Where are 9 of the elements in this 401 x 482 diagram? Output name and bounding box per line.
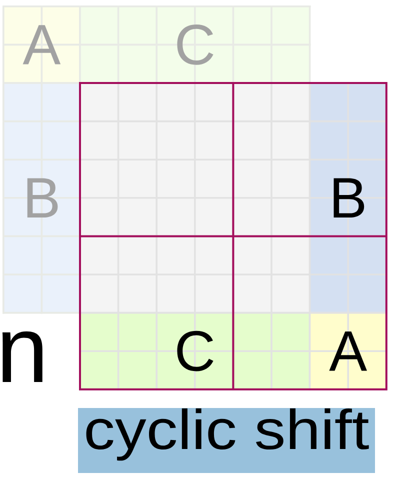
cell-block: B bbox=[308, 82, 388, 314]
cell-block: C bbox=[79, 312, 311, 390]
cell-block: C bbox=[79, 6, 311, 84]
letter: n bbox=[2, 331, 42, 382]
cell-block: A bbox=[2, 6, 81, 84]
grid-frame bbox=[79, 82, 388, 390]
cell-block: A bbox=[308, 312, 388, 390]
cell-block: B bbox=[2, 82, 81, 314]
highlighted-label: cyclic shift bbox=[78, 408, 375, 473]
